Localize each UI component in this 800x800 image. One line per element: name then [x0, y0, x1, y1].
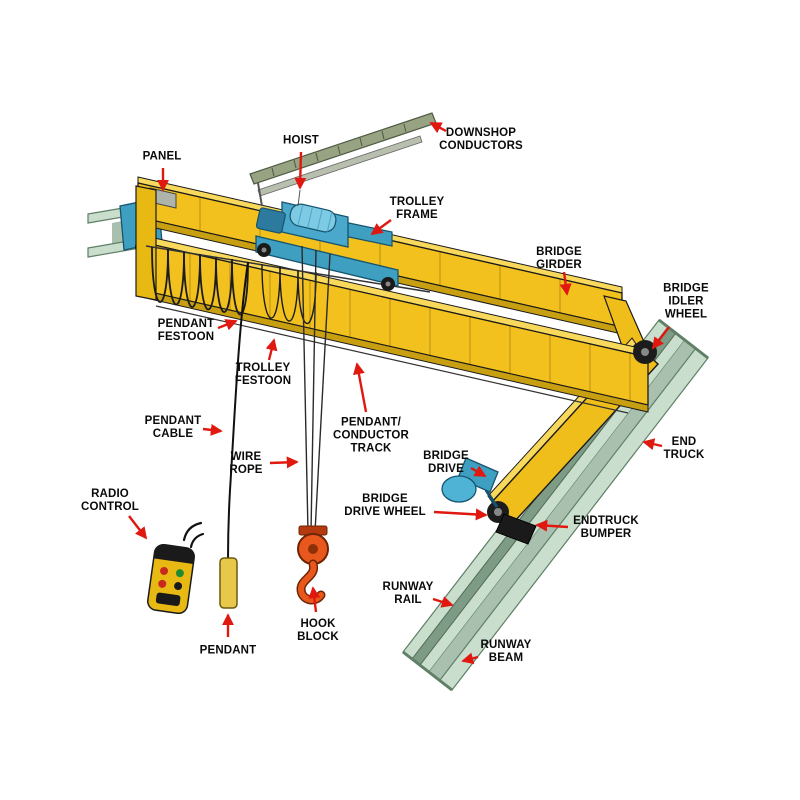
label-bridge-girder: BRIDGE GIRDER [536, 246, 582, 271]
label-endtruck-bumper: ENDTRUCK BUMPER [573, 515, 639, 540]
endtruck-bumper-shape [495, 513, 537, 545]
arrow-bridge-drive-wheel [433, 508, 488, 521]
downshop-conductors-shape [249, 112, 437, 197]
label-bridge-drive: BRIDGE DRIVE [423, 450, 469, 475]
arrow-hoist [294, 151, 307, 190]
trolley-hoist-shape [255, 189, 399, 291]
arrow-pendant-conductor-track [352, 362, 368, 413]
label-pendant-cable: PENDANT CABLE [144, 415, 202, 440]
label-hoist: HOIST [283, 134, 319, 147]
label-wire-rope: WIRE ROPE [229, 451, 263, 476]
trolley-frame-shape [255, 235, 399, 287]
arrow-runway-beam [461, 652, 479, 665]
label-trolley-festoon: TROLLEY FESTOON [234, 362, 292, 387]
arrow-bridge-girder [559, 271, 572, 296]
pendant-station-shape [219, 557, 238, 609]
arrow-downshop-conductors [429, 121, 447, 134]
radio-control-shape [147, 521, 205, 615]
arrow-trolley-festoon [265, 338, 278, 361]
label-downshop-conductors: DOWNSHOP CONDUCTORS [439, 127, 523, 152]
label-trolley-frame: TROLLEY FRAME [389, 196, 445, 221]
label-pendant: PENDANT [199, 644, 257, 657]
label-end-truck: END TRUCK [663, 436, 705, 461]
arrow-pendant-cable [202, 423, 223, 436]
arrow-pendant-festoon [217, 319, 238, 331]
bridge-idler-wheel-shape [633, 340, 657, 364]
callout-arrows [128, 121, 670, 665]
arrow-wire-rope [269, 456, 299, 469]
pendant-cable-shape [219, 261, 249, 609]
label-bridge-idler-wheel: BRIDGE IDLER WHEEL [663, 282, 709, 321]
label-pendant-conductor-track: PENDANT/ CONDUCTOR TRACK [333, 416, 409, 455]
pendant-festoon-shape [151, 246, 249, 316]
label-panel: PANEL [142, 150, 182, 163]
radio-signal-icon [182, 521, 205, 549]
label-pendant-festoon: PENDANT FESTOON [157, 318, 215, 343]
label-bridge-drive-wheel: BRIDGE DRIVE WHEEL [344, 493, 426, 518]
arrow-hook-block [308, 586, 321, 613]
arrow-bridge-idler-wheel [651, 326, 670, 350]
arrow-end-truck [642, 438, 663, 451]
arrow-runway-rail [432, 596, 454, 608]
arrow-trolley-frame [370, 219, 392, 236]
label-radio-control: RADIO CONTROL [81, 488, 139, 513]
label-runway-rail: RUNWAY RAIL [382, 581, 434, 606]
arrow-radio-control [128, 515, 148, 540]
wire-rope-shape [301, 245, 331, 533]
arrow-endtruck-bumper [535, 519, 569, 532]
label-hook-block: HOOK BLOCK [297, 618, 339, 643]
arrow-bridge-drive [470, 465, 487, 478]
label-runway-beam: RUNWAY BEAM [480, 639, 532, 664]
